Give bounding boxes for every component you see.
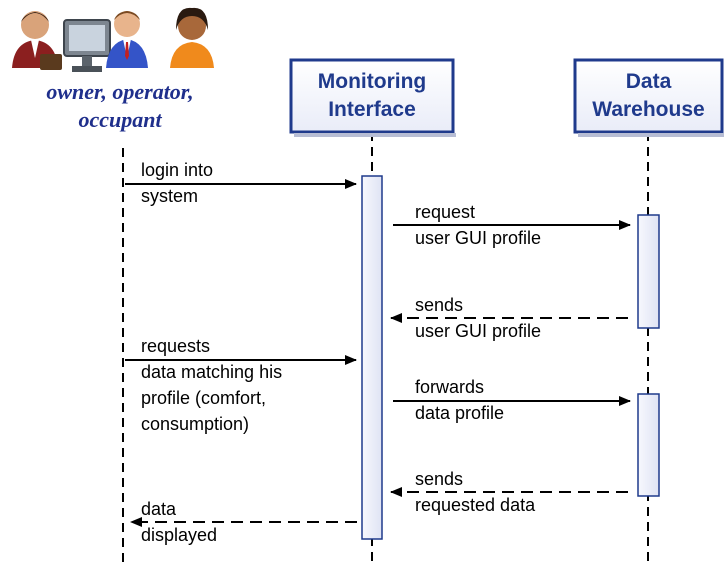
monitoring-interface-label: Monitoring Interface — [317, 70, 427, 121]
actor-label: owner, operator, occupant — [0, 78, 240, 134]
warehouse-activation-1 — [637, 214, 660, 329]
message-sends-profile: sends user GUI profile — [415, 295, 542, 341]
message-request-profile: request user GUI profile — [415, 202, 542, 248]
warehouse-activation-2 — [637, 393, 660, 497]
businessman-icon — [106, 11, 148, 68]
message-login: login into system — [141, 160, 214, 206]
data-warehouse-label: Data Warehouse — [592, 70, 705, 121]
monitoring-activation — [361, 175, 383, 540]
message-sends-data: sends requested data — [415, 469, 536, 515]
message-forwards-profile: forwards data profile — [415, 377, 505, 423]
monitoring-interface-box — [289, 58, 455, 134]
actor-label-line1: owner, operator, — [46, 79, 194, 104]
message-requests-data: requests data matching his profile (comf… — [141, 336, 283, 434]
data-warehouse-box — [573, 58, 724, 134]
woman-user-icon — [170, 7, 214, 68]
message-data-displayed: data displayed — [141, 499, 218, 545]
businessman-with-briefcase-icon — [12, 11, 62, 70]
computer-workstation-icon — [63, 19, 111, 72]
actor-label-line2: occupant — [78, 107, 162, 132]
